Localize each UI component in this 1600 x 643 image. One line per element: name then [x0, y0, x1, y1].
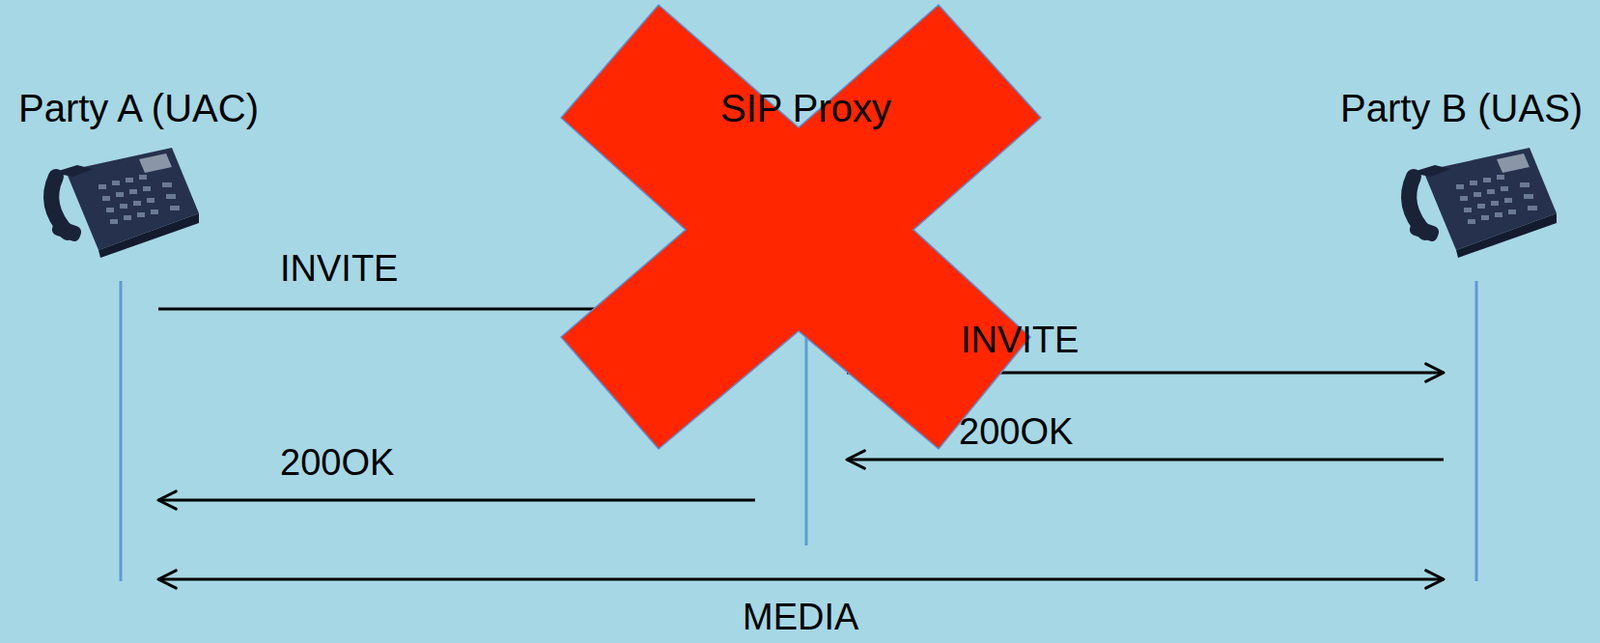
party-label: Party B (UAS): [1336, 84, 1587, 132]
party-label: Party A (UAC): [14, 84, 263, 132]
message-label: 200OK: [280, 443, 394, 484]
message-label: 200OK: [958, 412, 1073, 453]
message-label: MEDIA: [742, 597, 859, 639]
message-label: INVITE: [280, 249, 398, 290]
lifeline: [119, 280, 123, 582]
lifeline-header: Party B (UAS): [1336, 84, 1587, 132]
lifeline: [1475, 280, 1479, 582]
message-label: INVITE: [960, 320, 1079, 362]
message-arrow: [846, 458, 1444, 462]
phone-icon: [50, 147, 199, 258]
message-arrow: [158, 499, 756, 503]
party-label: SIP Proxy: [716, 84, 896, 132]
phone-icon: [1407, 147, 1557, 258]
lifeline: [805, 306, 809, 546]
lifeline-header: Party A (UAC): [14, 84, 263, 132]
cross-mark: [561, 4, 1041, 450]
message-arrow: [158, 578, 1444, 582]
lifeline-header: SIP Proxy: [716, 84, 896, 132]
